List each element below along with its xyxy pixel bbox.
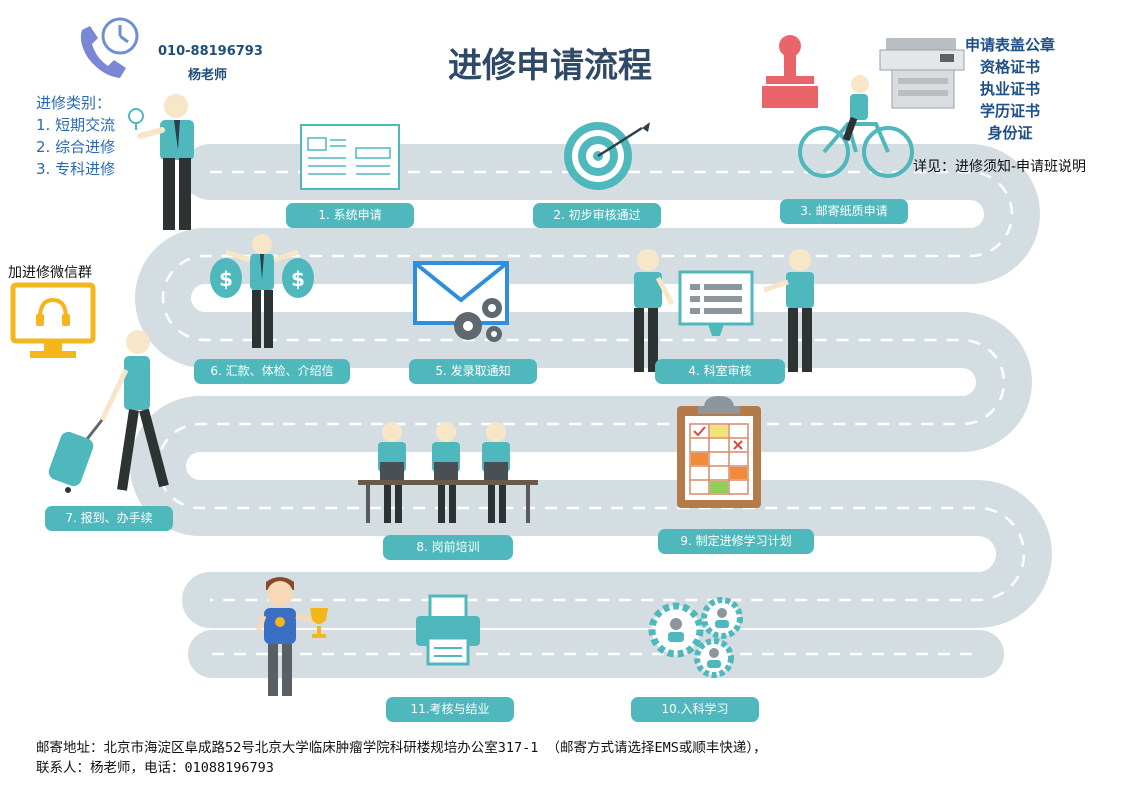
document-item: 学历证书 [979,102,1040,120]
cyclist-icon [798,75,914,178]
department-review-icon [634,249,814,372]
step-label-8: 8. 岗前培训 [383,535,513,560]
phone-clock-icon [80,17,139,78]
document-list: 申请表盖公章 资格证书 执业证书 学历证书 身份证 [960,34,1060,144]
step-label-9: 9. 制定进修学习计划 [658,529,814,554]
target-icon [564,122,650,190]
step-label-10: 10.入科学习 [631,697,759,722]
training-desk-icon [358,422,538,523]
wechat-label: 加进修微信群 [8,265,92,281]
step-label-4: 4. 科室审核 [655,359,785,384]
trophy-person-icon [255,577,328,696]
copier-icon [879,38,965,109]
svg-text:$: $ [291,267,305,291]
step-label-6: 6. 汇款、体检、介绍信 [194,359,350,384]
detail-note: 详见：进修须知-申请班说明 [913,159,1087,175]
category-item: 1. 短期交流 [36,116,116,134]
svg-text:$: $ [219,267,233,291]
contact-teacher: 杨老师 [188,68,228,83]
category-list: 进修类别： 1. 短期交流 2. 综合进修 3. 专科进修 [36,92,115,180]
category-heading: 进修类别： [36,94,112,112]
form-icon [300,124,400,190]
envelope-gears-icon [413,261,509,342]
document-item: 身份证 [987,124,1033,142]
document-item: 资格证书 [979,58,1040,76]
step-label-7: 7. 报到、办手续 [45,506,173,531]
printer-icon [416,594,480,666]
step-label-1: 1. 系统申请 [286,203,414,228]
contact-line: 联系人：杨老师，电话：01088196793 [36,760,274,776]
headset-monitor-icon [10,282,96,358]
gear-team-icon [648,597,743,678]
contact-phone: 010-88196793 [158,44,263,59]
person-idea-icon [128,94,194,230]
step-label-11: 11.考核与结业 [386,697,514,722]
document-item: 执业证书 [979,80,1040,98]
clipboard-plan-icon [677,396,761,508]
step-label-2: 2. 初步审核通过 [533,203,661,228]
money-bags-icon: $ $ [210,234,314,348]
page-title: 进修申请流程 [448,46,652,86]
category-item: 3. 专科进修 [36,160,116,178]
stamp-icon [762,35,818,108]
mailing-address: 邮寄地址：北京市海淀区阜成路52号北京大学临床肿瘤学院科研楼规培办公室317-1… [36,740,767,756]
step-label-5: 5. 发录取通知 [409,359,537,384]
address-block: 邮寄地址：北京市海淀区阜成路52号北京大学临床肿瘤学院科研楼规培办公室317-1… [36,738,767,778]
document-item: 申请表盖公章 [964,36,1055,54]
step-label-3: 3. 邮寄纸质申请 [780,199,908,224]
category-item: 2. 综合进修 [36,138,116,156]
traveler-luggage-icon [48,330,169,493]
